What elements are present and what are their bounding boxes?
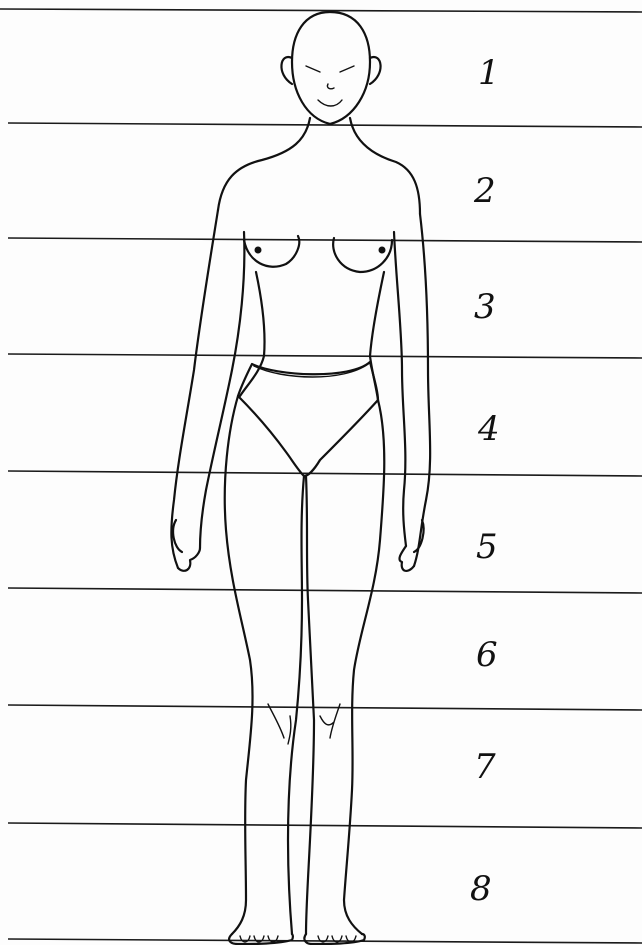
nose	[327, 84, 334, 89]
guide-lines	[0, 9, 642, 943]
right-leg-inner	[306, 476, 314, 934]
right-arm-inner	[394, 232, 406, 546]
mouth	[318, 100, 342, 106]
right-arm-outer	[414, 214, 430, 566]
head-unit-label-8: 8	[470, 869, 492, 909]
head-unit-label-3: 3	[474, 287, 496, 327]
guide-line	[8, 354, 642, 358]
right-eye	[340, 66, 354, 72]
head-unit-label-1: 1	[478, 53, 500, 93]
left-leg-inner	[288, 476, 304, 934]
neck-left	[218, 118, 310, 210]
right-nipple	[379, 247, 386, 254]
right-breast	[333, 238, 392, 272]
guide-line	[0, 9, 642, 12]
left-nipple	[255, 247, 262, 254]
briefs	[238, 362, 378, 476]
head-unit-labels: 1 2 3 4 5 6 7 8	[470, 53, 500, 909]
head-unit-label-6: 6	[476, 635, 498, 675]
guide-line	[8, 705, 642, 710]
right-ear	[370, 57, 381, 84]
left-leg-outer	[225, 396, 253, 934]
head-unit-label-5: 5	[476, 527, 498, 567]
left-foot	[229, 934, 293, 944]
right-knee	[320, 704, 340, 738]
head-unit-label-7: 7	[474, 747, 496, 787]
left-knee	[268, 704, 291, 744]
right-leg-outer	[344, 400, 384, 934]
guide-line	[8, 238, 642, 242]
head-unit-label-2: 2	[473, 171, 496, 211]
torso-right	[370, 272, 384, 400]
left-breast	[244, 236, 299, 267]
head-unit-label-4: 4	[477, 409, 500, 449]
left-ear	[281, 57, 292, 84]
guide-line	[8, 588, 642, 593]
guide-line	[8, 823, 642, 828]
head-outline	[292, 12, 370, 124]
left-arm-outer	[171, 210, 218, 568]
neck-right	[350, 118, 420, 214]
female-figure	[171, 12, 430, 944]
left-eye	[306, 66, 320, 72]
guide-line	[8, 471, 642, 476]
